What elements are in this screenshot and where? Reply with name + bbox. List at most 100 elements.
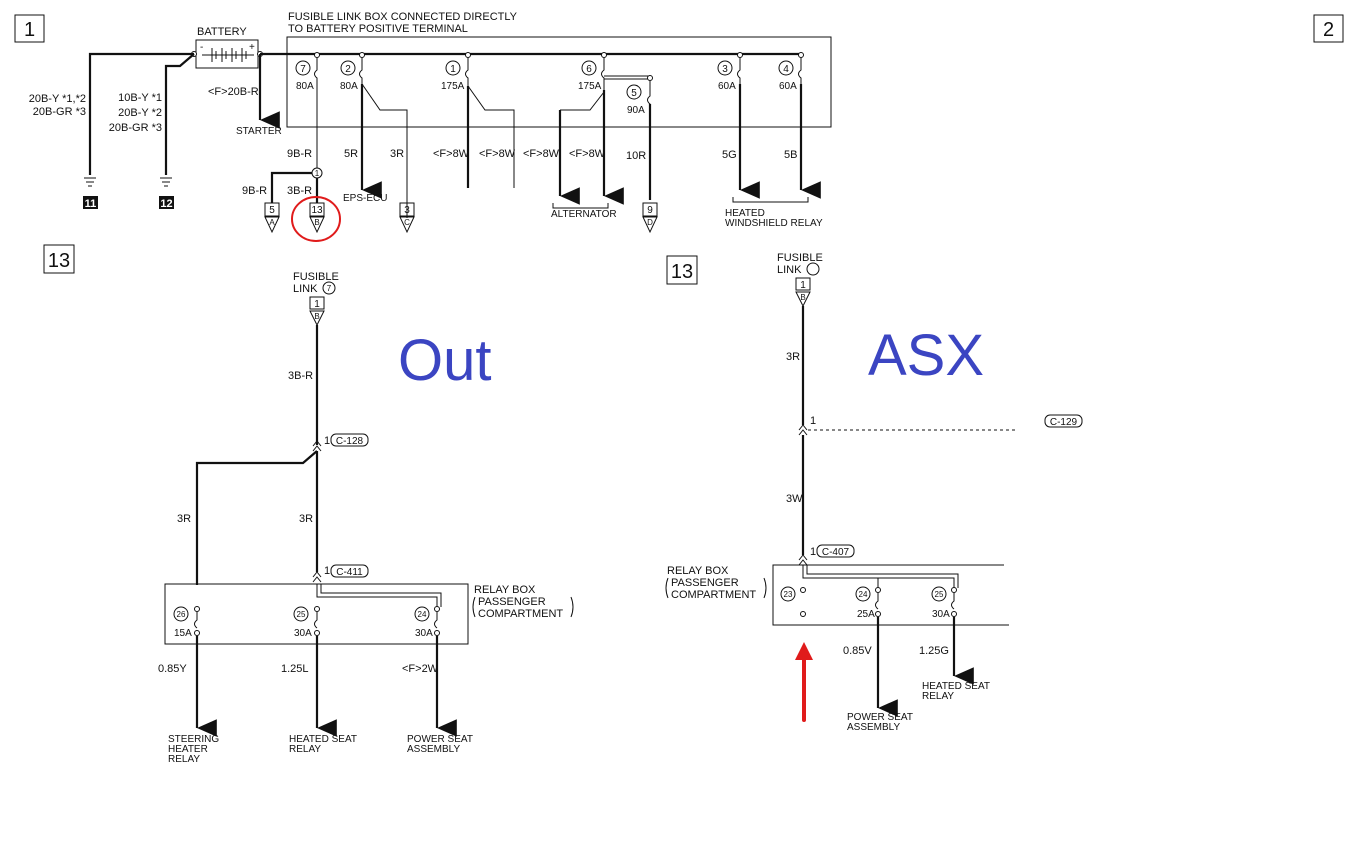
section-13-right: 13 [666,255,698,285]
connector-b-letter: B [314,218,319,227]
asx-wire-mid: 3W [786,493,803,505]
asx-c129-pin: 1 [810,415,816,427]
out-load-2-line1: HEATED SEAT [289,734,357,745]
connector-c-letter: C [404,218,410,227]
splice-wire-left: 9B-R [242,185,267,197]
out-wiring: 3B-R 1 C-128 3R 3R 1 C-411 [177,325,369,585]
fuse-2-num: 2 [345,64,351,75]
asx-relay-line1: RELAY BOX [667,565,729,577]
heated-ws-label-2: WINDSHIELD RELAY [725,218,823,229]
out-conn-num: 1 [314,299,320,310]
battery-ground-wires: 20B-Y *1,*2 20B-GR *3 10B-Y *1 20B-Y *2 … [29,52,195,210]
ground-wire-b-3: 20B-GR *3 [109,122,162,134]
battery-cells-icon [202,48,254,62]
annotation-arrow [795,642,813,722]
out-load-1-line2: HEATER [168,744,208,755]
fuse-7-amp: 80A [296,81,314,92]
ground-wire-a-2: 20B-GR *3 [33,106,86,118]
out-wire-left: 3R [177,513,191,525]
out-fuse-24-wire: <F>2W [402,663,439,675]
asx-fuse-24-num: 24 [859,590,868,599]
asx-conn-letter: B [800,293,805,302]
fuse-6-num: 6 [586,64,592,75]
starter-wire-label: <F>20B-R [208,86,259,98]
asx-fuse-25-amp: 30A [932,609,950,620]
out-c411: C-411 [336,567,363,578]
ground-wire-b-1: 10B-Y *1 [118,92,162,104]
out-fuse-24-amp: 30A [415,628,433,639]
asx-conn-num: 1 [800,280,806,291]
asx-wire-top: 3R [786,351,800,363]
fuse-5: 5 90A 10R [626,75,653,200]
top-fuses: 7 80A 9B-R 2 80A 5R 3R EPS-ECU 1 175A <F… [287,52,823,229]
asx-c407: C-407 [822,547,850,558]
out-relay-line2: PASSENGER [478,596,546,608]
out-c128-pin: 1 [324,435,330,447]
out-fuse-26-wire: 0.85Y [158,663,187,675]
asx-c407-pin: 1 [810,546,816,558]
fuse-4-amp: 60A [779,81,797,92]
annotation-circle [291,196,341,242]
out-relay-box: RELAY BOX PASSENGER COMPARTMENT [164,583,574,645]
fuse-5-wire: 10R [626,150,646,162]
section-1: 1 [14,14,45,43]
asx-relay-box: RELAY BOX PASSENGER COMPARTMENT 23 [665,564,1009,626]
asx-fusible-line2: LINK [777,264,802,276]
fuse-5-num: 5 [631,88,637,99]
battery-minus: - [200,42,203,53]
fusible-box-title-2: TO BATTERY POSITIVE TERMINAL [288,23,468,35]
fuse-5-amp: 90A [627,105,645,116]
fusible-link-box: FUSIBLE LINK BOX CONNECTED DIRECTLY TO B… [260,11,832,128]
battery-label: BATTERY [197,26,247,38]
asx-c129: C-129 [1050,417,1078,428]
asx-label: ASX [868,323,984,388]
section-1-label: 1 [24,19,35,41]
fuse-2-wire: 5R [344,148,358,160]
asx-relay-fuses: 24 25A 0.85V 25 30A 1.25G [843,586,974,717]
section-2: 2 [1313,14,1344,43]
connector-d-num: 9 [647,205,653,216]
battery-plus: + [249,42,255,53]
fuse-4: 4 60A 5B HEATED WINDSHIELD RELAY [725,52,823,229]
out-c128: C-128 [336,436,364,447]
out-wire-right: 3R [299,513,313,525]
out-load-1-line1: STEERING [168,734,219,745]
connector-b: 13 B [309,202,325,234]
out-conn-letter: B [314,312,319,321]
fusible-box-title-1: FUSIBLE LINK BOX CONNECTED DIRECTLY [288,11,518,23]
out-fuse-24-num: 24 [418,610,427,619]
out-fuse-25-wire: 1.25L [281,663,309,675]
out-relay-line1: RELAY BOX [474,584,536,596]
fuse-3: 3 60A 5G [717,52,760,199]
out-fusible-line2: LINK [293,283,318,295]
connector-a-num: 5 [269,205,275,216]
section-2-label: 2 [1323,19,1334,41]
ground-b-number: 12 [160,198,172,210]
out-fusible-link: FUSIBLE LINK 7 1 B [293,271,339,327]
connector-b-num: 13 [311,205,323,216]
out-wire-main: 3B-R [288,370,313,382]
fuse-4-num: 4 [783,64,789,75]
asx-fusible-link: FUSIBLE LINK 1 B [777,252,823,308]
fuse-2: 2 80A 5R 3R EPS-ECU [340,52,408,218]
fuse-2b-wire: 3R [390,148,404,160]
out-load-1-line3: RELAY [168,754,200,765]
fuse-6-wire: <F>8W [523,148,560,160]
connector-a: 5 A [264,202,280,234]
asx-load-1-line2: ASSEMBLY [847,722,900,733]
fuse-3-wire: 5G [722,149,737,161]
ground-icon [84,177,172,187]
fuse-3-num: 3 [722,64,728,75]
splice-num: 1 [315,169,320,178]
out-fusible-num: 7 [327,284,332,293]
out-fuse-26-num: 26 [177,610,186,619]
asx-fuse-25-wire: 1.25G [919,645,949,657]
starter-label: STARTER [236,126,282,137]
out-fuse-26-amp: 15A [174,628,192,639]
eps-ecu-label: EPS-ECU [343,193,387,204]
out-fuse-25-amp: 30A [294,628,312,639]
section-13-left: 13 [43,244,75,274]
asx-load-1-line1: POWER SEAT [847,712,913,723]
ground-a-number: 11 [85,198,97,210]
out-loads: STEERING HEATER RELAY HEATED SEAT RELAY … [168,734,473,765]
